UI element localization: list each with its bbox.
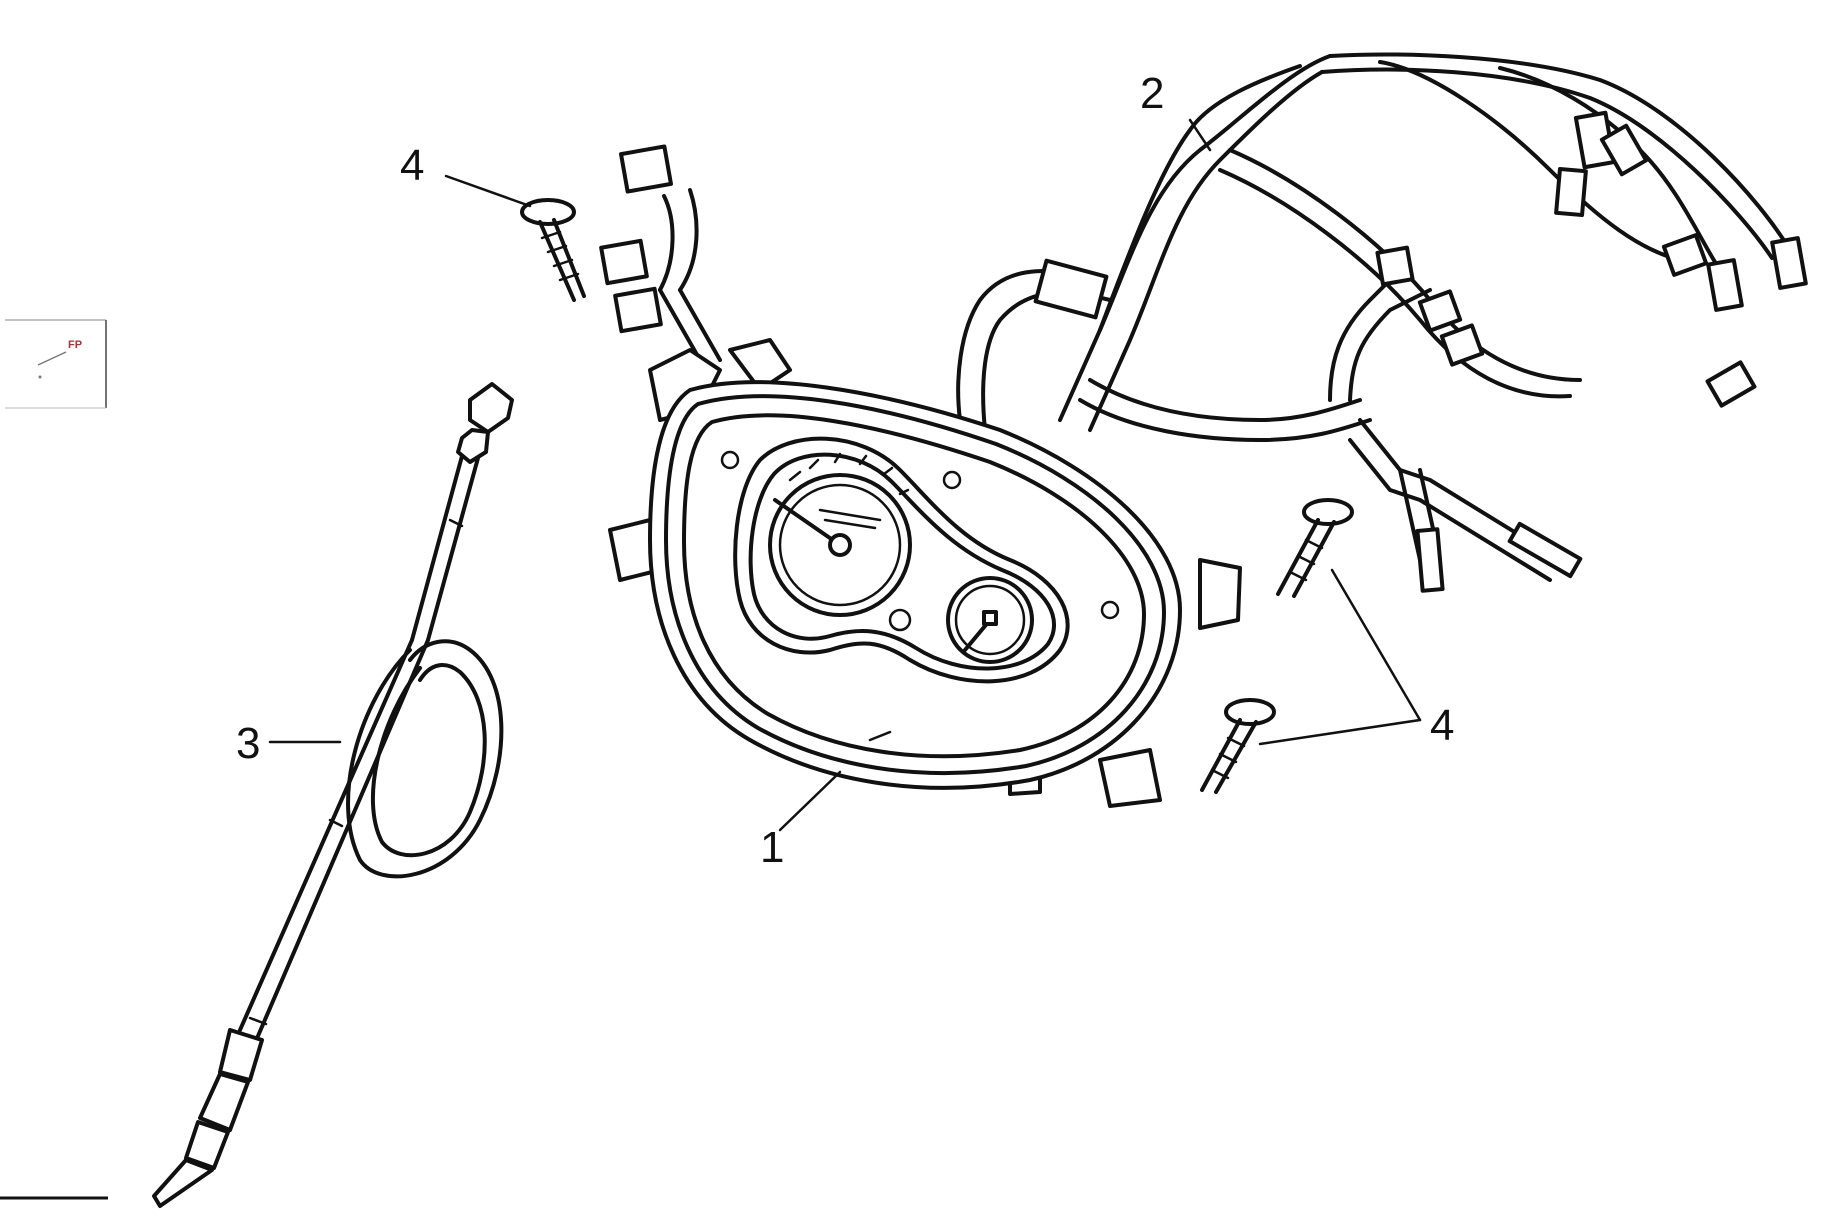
- screw-top: [520, 198, 586, 302]
- callout-4-right: 4: [1430, 701, 1454, 750]
- callout-4-top: 4: [400, 141, 424, 190]
- callout-1: 1: [760, 823, 784, 872]
- screw-right-lower: [1200, 698, 1276, 794]
- callout-3: 3: [236, 719, 260, 768]
- screw-right-upper: [1276, 498, 1354, 598]
- instrument-cluster: [608, 338, 1242, 808]
- thumbnail-preview[interactable]: FP: [5, 319, 107, 409]
- callout-2: 2: [1140, 69, 1164, 118]
- wiring-harness: [599, 52, 1808, 593]
- thumbnail-text: FP: [68, 339, 82, 351]
- leader-lines: [268, 118, 1422, 832]
- speedometer-cable: [152, 382, 514, 1208]
